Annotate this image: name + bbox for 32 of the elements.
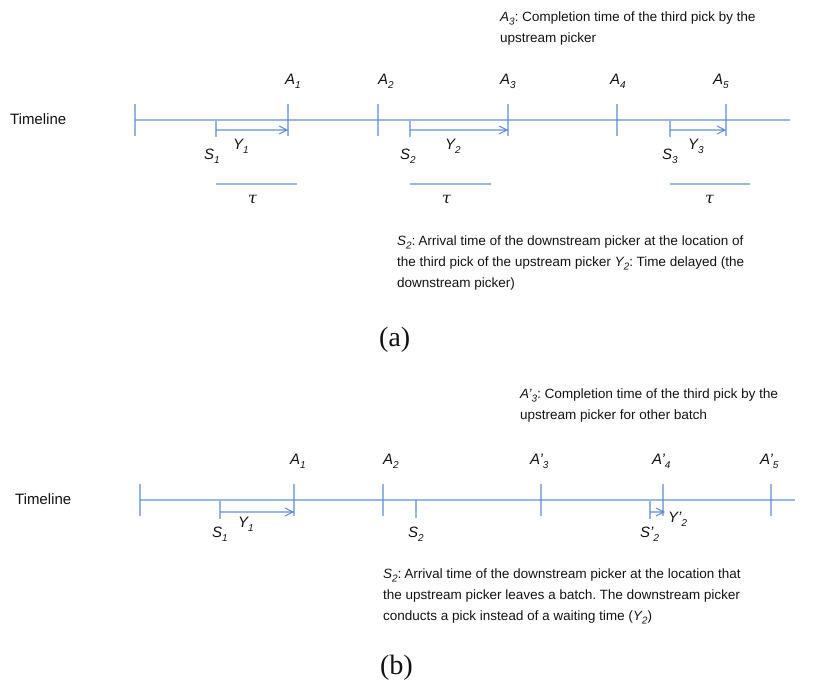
note-text: A’$_{3}$: Completion time of the third pick by the upstream picker for other batch	[520, 385, 779, 424]
axis-label: Timeline	[10, 111, 66, 128]
time-symbol: A$_{2}$	[378, 71, 394, 88]
time-symbol: A$_{4}$	[610, 71, 626, 88]
time-symbol: Y$_{3}$	[688, 136, 704, 153]
time-symbol: A’$_{5}$	[760, 451, 778, 468]
axis-label: Timeline	[15, 491, 72, 508]
time-symbol: Y$_{1}$	[233, 136, 249, 153]
note-text: S$_{2}$: Arrival time of the downstream picker at the location of the third pick of the upstream picker Y$_{2}$: Time delayed (the downstream picker)	[397, 232, 745, 292]
panel-caption: (a)	[379, 322, 410, 354]
time-symbol: A$_{3}$	[500, 71, 516, 88]
time-symbol: S$_{3}$	[662, 146, 678, 163]
time-symbol: A$_{1}$	[290, 451, 306, 468]
interval-symbol: τ	[705, 188, 714, 207]
time-symbol: S$_{2}$	[400, 146, 416, 163]
note-text: A$_{3}$: Completion time of the third pick by the upstream picker	[500, 8, 756, 47]
time-symbol: A’$_{4}$	[652, 451, 670, 468]
time-symbol: S$_{1}$	[212, 524, 228, 541]
time-symbol: A’$_{3}$	[530, 451, 548, 468]
time-symbol: A$_{2}$	[383, 451, 399, 468]
panel-caption: (b)	[380, 650, 413, 682]
time-symbol: S’$_{2}$	[640, 524, 659, 541]
time-symbol: Y’$_{2}$	[668, 509, 687, 526]
time-symbol: A$_{5}$	[713, 71, 729, 88]
time-symbol: S$_{2}$	[408, 524, 424, 541]
time-symbol: A$_{1}$	[285, 71, 301, 88]
time-symbol: Y$_{1}$	[238, 514, 254, 531]
time-symbol: Y$_{2}$	[445, 136, 461, 153]
time-symbol: S$_{1}$	[204, 146, 220, 163]
note-text: S$_{2}$: Arrival time of the downstream picker at the location that the upstream picker leaves a batch. The downstream picker conducts a pick instead of a waiting time (Y$_{2}$)	[383, 565, 742, 626]
interval-symbol: τ	[442, 188, 451, 207]
interval-symbol: τ	[248, 188, 257, 207]
